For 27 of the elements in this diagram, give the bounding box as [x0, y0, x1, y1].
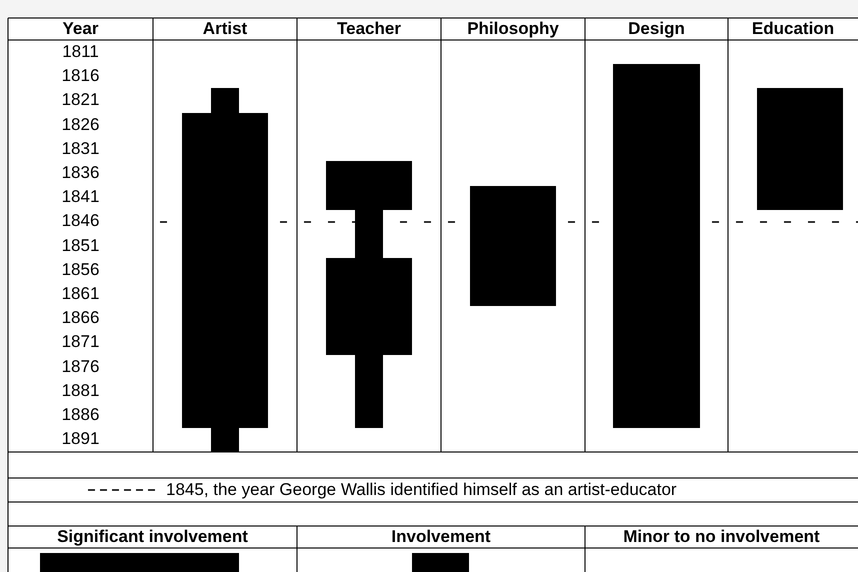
year-label: 1851: [60, 236, 100, 256]
column-header: Philosophy: [466, 19, 560, 39]
year-label: 1891: [60, 429, 100, 450]
year-label: 1821: [60, 90, 100, 110]
year-label: 1861: [60, 284, 100, 304]
column-header: Teacher: [336, 19, 402, 39]
year-label: 1886: [60, 405, 100, 425]
year-label: 1876: [60, 356, 100, 377]
legend-note: 1845, the year George Wallis identified himself as an artist-educator: [166, 480, 677, 500]
year-label: 1811: [61, 42, 100, 62]
year-label: 1866: [60, 308, 100, 328]
legend-heading: Minor to no involvement: [622, 527, 821, 547]
year-label: 1836: [60, 163, 100, 183]
year-label: 1816: [60, 66, 100, 86]
year-label: 1831: [60, 138, 100, 159]
column-header: Year: [62, 19, 100, 39]
column-header: Education: [750, 19, 836, 39]
column-header: Artist: [202, 19, 248, 39]
legend-heading: Significant involvement: [56, 527, 249, 547]
year-label: 1881: [60, 380, 100, 401]
year-label: 1871: [60, 332, 100, 352]
year-label: 1846: [60, 211, 100, 232]
year-label: 1841: [60, 187, 100, 208]
year-label: 1826: [60, 114, 100, 135]
year-label: 1856: [60, 260, 100, 280]
column-header: Design: [627, 19, 686, 39]
legend-heading: Involvement: [390, 527, 492, 547]
